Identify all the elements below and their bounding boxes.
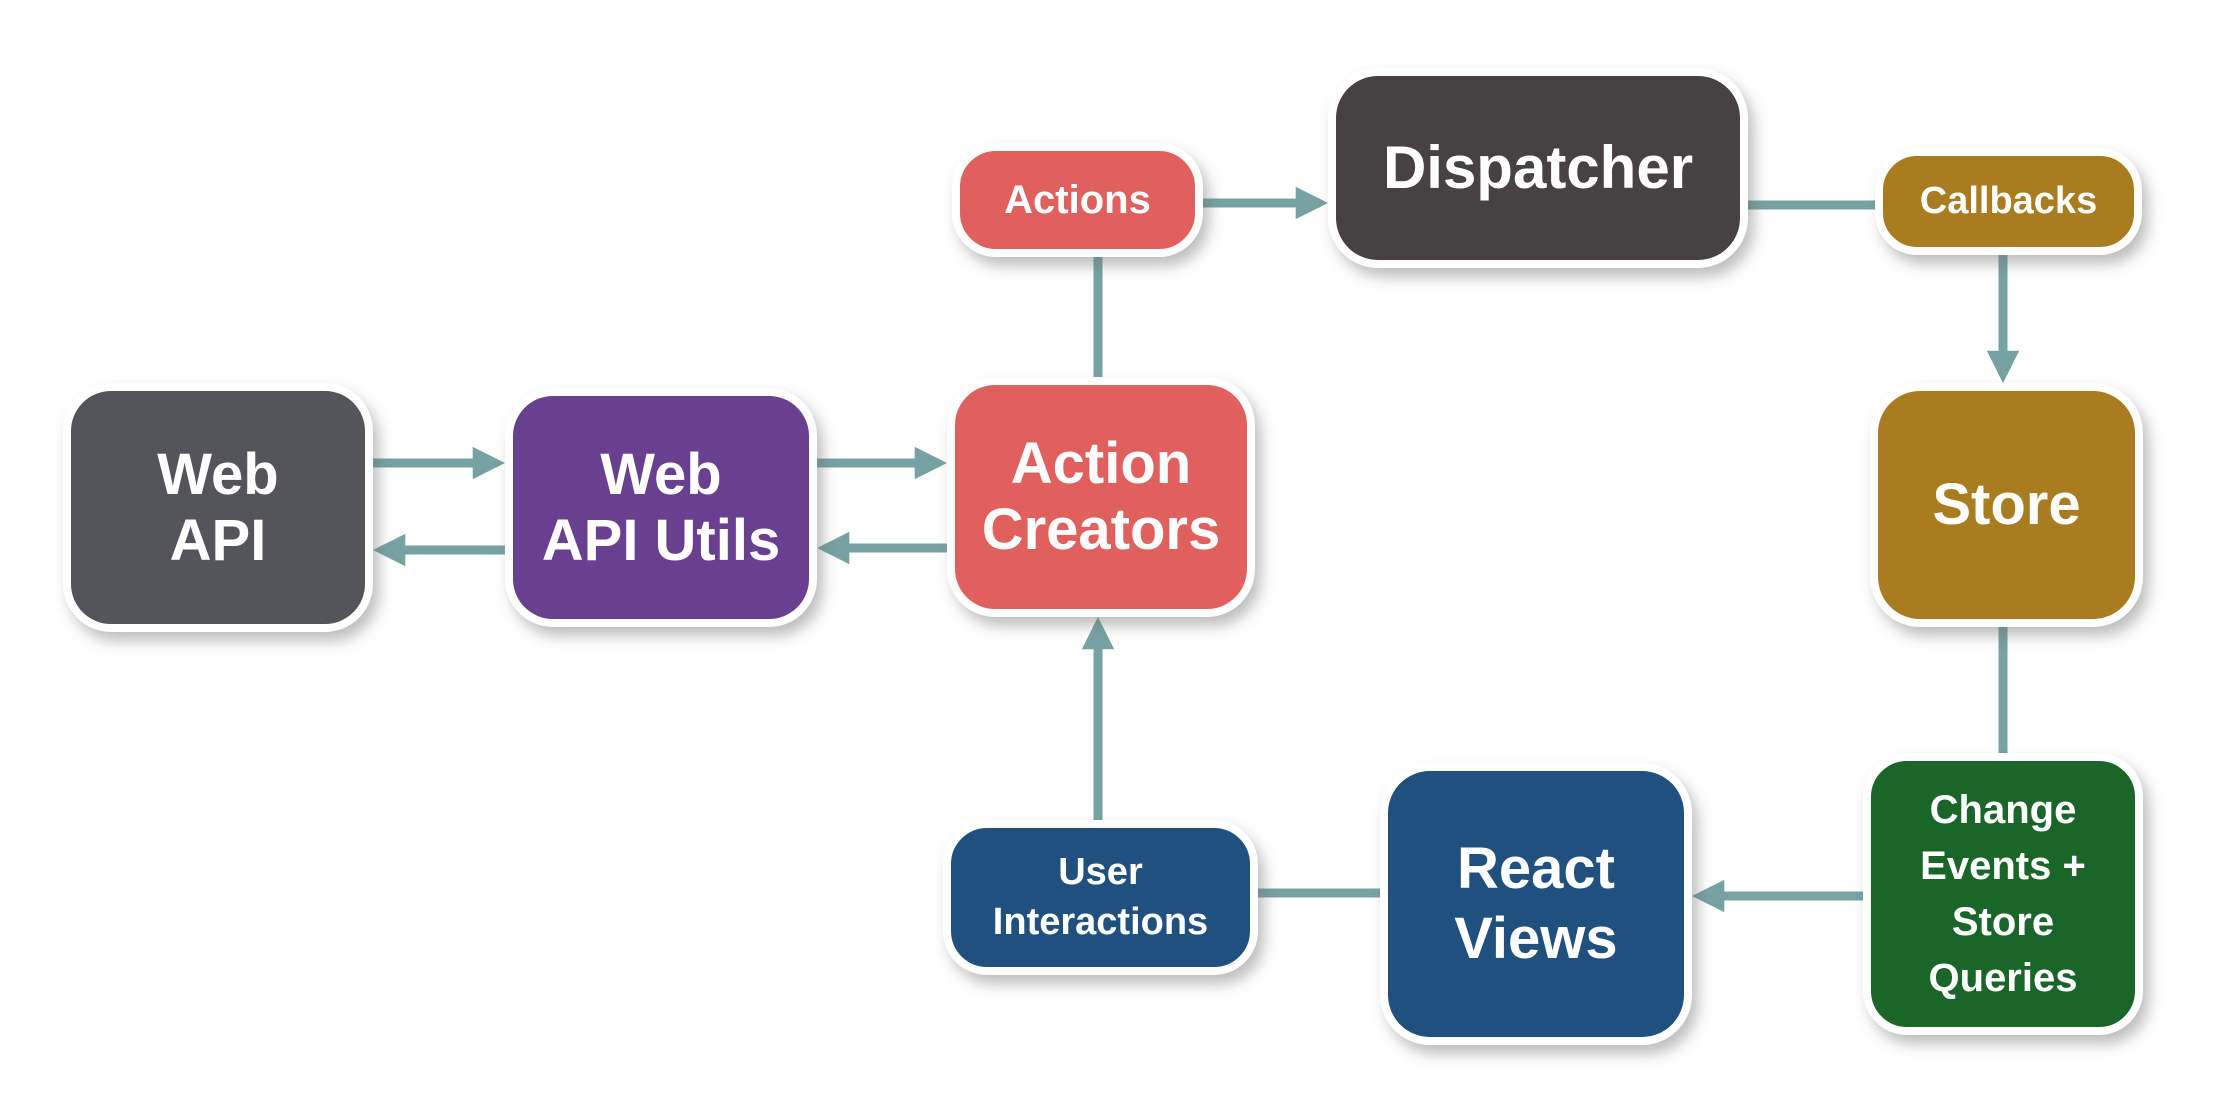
- node-callbacks: Callbacks: [1875, 148, 2142, 255]
- node-store-label: Store: [1932, 472, 2081, 538]
- node-web-api-utils-label: Web API Utils: [541, 441, 781, 573]
- node-action-creators: Action Creators: [947, 377, 1255, 617]
- node-dispatcher: Dispatcher: [1328, 68, 1748, 268]
- node-change-events-label: Change Events + Store Queries: [1920, 788, 2086, 1000]
- node-actions: Actions: [952, 143, 1203, 257]
- node-callbacks-label: Callbacks: [1919, 180, 2098, 222]
- node-dispatcher-label: Dispatcher: [1382, 134, 1694, 201]
- node-user-interactions: User Interactions: [943, 820, 1258, 975]
- node-change-events-store-queries: Change Events + Store Queries: [1863, 753, 2143, 1035]
- node-react-views: React Views: [1380, 763, 1692, 1045]
- node-web-api-utils: Web API Utils: [505, 388, 817, 627]
- node-store: Store: [1870, 383, 2143, 627]
- node-react-views-label: React Views: [1454, 836, 1618, 971]
- node-web-api-label: Web API: [157, 441, 279, 573]
- node-user-interactions-label: User Interactions: [992, 851, 1209, 943]
- node-web-api: Web API: [63, 383, 373, 632]
- node-actions-label: Actions: [1004, 177, 1151, 222]
- node-action-creators-label: Action Creators: [981, 431, 1221, 562]
